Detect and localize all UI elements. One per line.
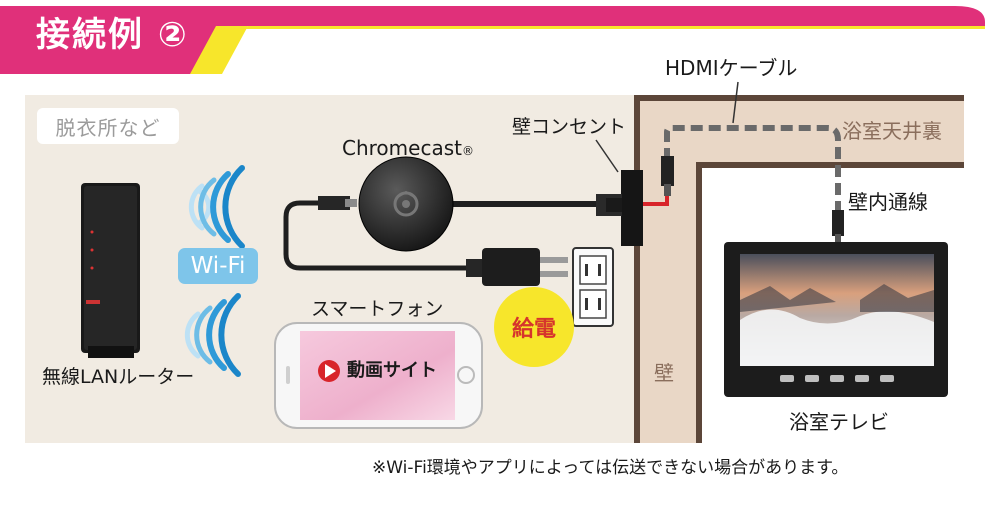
smartphone-device (274, 322, 483, 429)
wifi-signal-bottom-icon (184, 293, 241, 377)
wifi-badge: Wi-Fi (178, 248, 258, 284)
room-tag: 脱衣所など (37, 108, 179, 144)
wireless-router (81, 183, 140, 358)
footnote: ※Wi-Fi環境やアプリによっては伝送できない場合があります。 (372, 458, 849, 478)
chromecast-label: Chromecast® (342, 138, 474, 158)
in-wall-wiring-label: 壁内通線 (848, 190, 928, 214)
header-banner (0, 0, 985, 74)
bath-tv-device (724, 242, 948, 397)
router-label: 無線LANルーター (42, 366, 195, 388)
banner-accent (190, 26, 248, 74)
ceiling-tag: 浴室天井裏 (842, 119, 942, 143)
smartphone-label: スマートフォン (311, 298, 444, 320)
wall-hdmi-plate (621, 170, 643, 246)
bath-tv-label: 浴室テレビ (789, 410, 889, 434)
wall-outer-line (634, 95, 964, 443)
wall-outlet-label: 壁コンセント (512, 116, 627, 138)
hdmi-cable-dashed (664, 125, 841, 210)
wall-tag: 壁 (654, 361, 674, 385)
power-badge: 給電 (494, 287, 574, 367)
wifi-signal-top-icon (188, 165, 245, 249)
chromecast-name: Chromecast (342, 136, 462, 160)
registered-mark: ® (461, 144, 474, 158)
wall-inner-line (696, 162, 964, 443)
banner-bar (0, 6, 985, 74)
phone-screen-text: 動画サイト (347, 360, 437, 381)
chromecast-device (358, 156, 454, 252)
usb-power-adapter (482, 248, 540, 286)
hdmi-cable-label: HDMIケーブル (665, 56, 798, 80)
page-title: 接続例 ② (36, 15, 189, 55)
